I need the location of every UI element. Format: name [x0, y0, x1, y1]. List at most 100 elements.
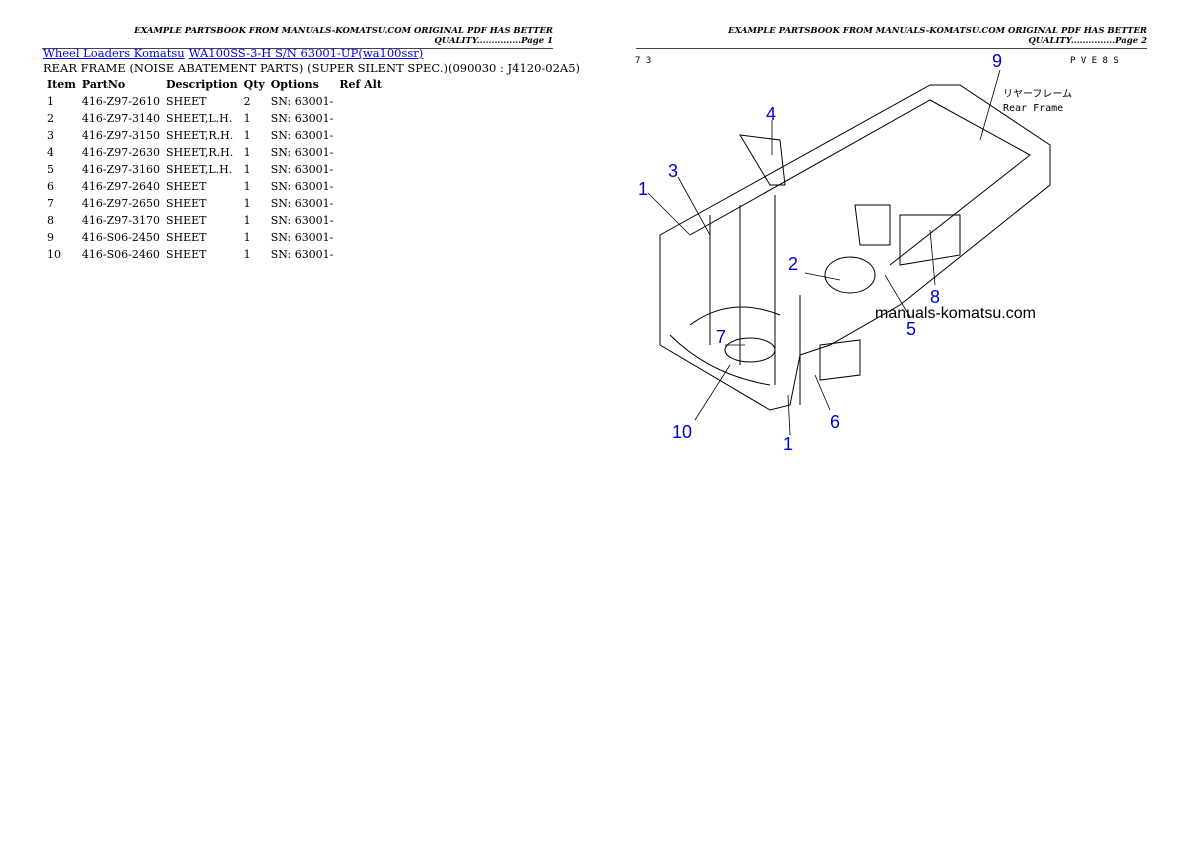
table-cell: SN: 63001- — [270, 112, 334, 125]
table-cell: SHEET — [165, 231, 207, 244]
table-cell: 1 — [243, 197, 251, 210]
table-cell: 1 — [243, 129, 251, 142]
table-cell — [336, 127, 385, 144]
table-cell: 1 — [47, 95, 54, 108]
table-cell: 416-Z97-2640 — [81, 180, 160, 193]
table-cell: 5 — [47, 163, 54, 176]
table-cell: SN: 63001- — [270, 163, 334, 176]
table-cell: 1 — [243, 248, 251, 261]
table-cell — [336, 161, 385, 178]
callout: 8 — [930, 287, 940, 307]
table-cell — [336, 212, 385, 229]
table-cell: 1 — [243, 163, 251, 176]
rear-frame-diagram: 7 3 P V E 8 S リヤーフレーム Rear Frame manuals… — [635, 51, 1119, 454]
callout: 7 — [716, 327, 726, 347]
table-cell: 10 — [47, 248, 61, 261]
table-cell: 1 — [243, 231, 251, 244]
table-cell: 416-Z97-3150 — [81, 129, 160, 142]
table-cell: SN: 63001- — [270, 197, 334, 210]
table-cell: 2 — [243, 95, 251, 108]
table-row: 10 416-S06-2460 SHEET 1 SN: 63001- — [44, 246, 385, 263]
table-cell — [336, 195, 385, 212]
table-row: 3 416-Z97-3150 SHEET,R.H. 1 SN: 63001- — [44, 127, 385, 144]
table-cell: SHEET,L.H. — [165, 112, 233, 125]
callout: 2 — [788, 254, 798, 274]
table-cell: SN: 63001- — [270, 214, 334, 227]
table-cell: 1 — [243, 180, 251, 193]
table-cell: 416-Z97-3140 — [81, 112, 160, 125]
table-cell — [336, 144, 385, 161]
table-cell: SHEET,R.H. — [165, 129, 234, 142]
column-header: PartNo — [81, 77, 126, 91]
table-cell: 416-Z97-2650 — [81, 197, 160, 210]
table-row: 5 416-Z97-3160 SHEET,L.H. 1 SN: 63001- — [44, 161, 385, 178]
page-title: REAR FRAME (NOISE ABATEMENT PARTS) (SUPE… — [43, 61, 581, 75]
table-cell: 3 — [47, 129, 54, 142]
table-row: 9 416-S06-2450 SHEET 1 SN: 63001- — [44, 229, 385, 246]
page1-header: EXAMPLE PARTSBOOK FROM MANUALS-KOMATSU.C… — [42, 26, 553, 49]
table-row: 7 416-Z97-2650 SHEET 1 SN: 63001- — [44, 195, 385, 212]
table-cell: SN: 63001- — [270, 231, 334, 244]
table-cell: SHEET — [165, 95, 207, 108]
callout: 10 — [672, 422, 692, 442]
column-header: Qty — [243, 77, 265, 91]
table-row: 4 416-Z97-2630 SHEET,R.H. 1 SN: 63001- — [44, 144, 385, 161]
table-cell: SHEET — [165, 214, 207, 227]
callout: 1 — [783, 434, 793, 454]
table-cell: SHEET — [165, 197, 207, 210]
table-cell: 416-Z97-3160 — [81, 163, 160, 176]
table-cell: 6 — [47, 180, 54, 193]
table-cell: SHEET — [165, 180, 207, 193]
callout: 9 — [992, 51, 1002, 71]
table-cell: 8 — [47, 214, 54, 227]
table-cell — [336, 178, 385, 195]
callout: 3 — [668, 161, 678, 181]
table-cell — [336, 246, 385, 263]
watermark: manuals-komatsu.com — [875, 305, 1036, 322]
table-cell: 1 — [243, 146, 251, 159]
category-link[interactable]: Wheel Loaders Komatsu — [43, 46, 185, 60]
table-row: 8 416-Z97-3170 SHEET 1 SN: 63001- — [44, 212, 385, 229]
table-cell: SHEET,L.H. — [165, 163, 233, 176]
table-row: 1 416-Z97-2610 SHEET 2 SN: 63001- — [44, 93, 385, 110]
table-cell: SN: 63001- — [270, 129, 334, 142]
table-cell — [336, 110, 385, 127]
callout: 4 — [766, 104, 776, 124]
model-link[interactable]: WA100SS-3-H S/N 63001-UP(wa100ssr) — [188, 46, 424, 60]
table-cell: 2 — [47, 112, 54, 125]
table-row: 6 416-Z97-2640 SHEET 1 SN: 63001- — [44, 178, 385, 195]
table-cell: 4 — [47, 146, 54, 159]
jp-label: リヤーフレーム — [1003, 88, 1072, 100]
table-cell: 416-S06-2460 — [81, 248, 160, 261]
table-cell: 416-Z97-2610 — [81, 95, 160, 108]
table-cell: SN: 63001- — [270, 95, 334, 108]
table-cell: SN: 63001- — [270, 180, 334, 193]
table-cell: SHEET,R.H. — [165, 146, 234, 159]
table-cell: 416-S06-2450 — [81, 231, 160, 244]
sheet-number: 7 3 — [635, 56, 651, 66]
table-cell: 7 — [47, 197, 54, 210]
table-cell: 1 — [243, 214, 251, 227]
table-cell: 416-Z97-3170 — [81, 214, 160, 227]
table-cell: 416-Z97-2630 — [81, 146, 160, 159]
table-cell — [336, 229, 385, 246]
table-cell: SN: 63001- — [270, 248, 334, 261]
column-header: Ref Alt — [339, 77, 382, 91]
callout: 6 — [830, 412, 840, 432]
column-header: Description — [165, 77, 238, 91]
table-cell: 1 — [243, 112, 251, 125]
table-cell: SN: 63001- — [270, 146, 334, 159]
table-cell: SHEET — [165, 248, 207, 261]
callout: 1 — [638, 179, 648, 199]
table-cell: 9 — [47, 231, 54, 244]
column-header: Options — [270, 77, 319, 91]
drawing-code: P V E 8 S — [1070, 56, 1119, 66]
column-header: Item — [47, 77, 76, 91]
table-row: 2 416-Z97-3140 SHEET,L.H. 1 SN: 63001- — [44, 110, 385, 127]
callout: 5 — [906, 319, 916, 339]
page2-header: EXAMPLE PARTSBOOK FROM MANUALS-KOMATSU.C… — [636, 26, 1147, 49]
table-cell — [336, 93, 385, 110]
en-label: Rear Frame — [1003, 103, 1063, 114]
